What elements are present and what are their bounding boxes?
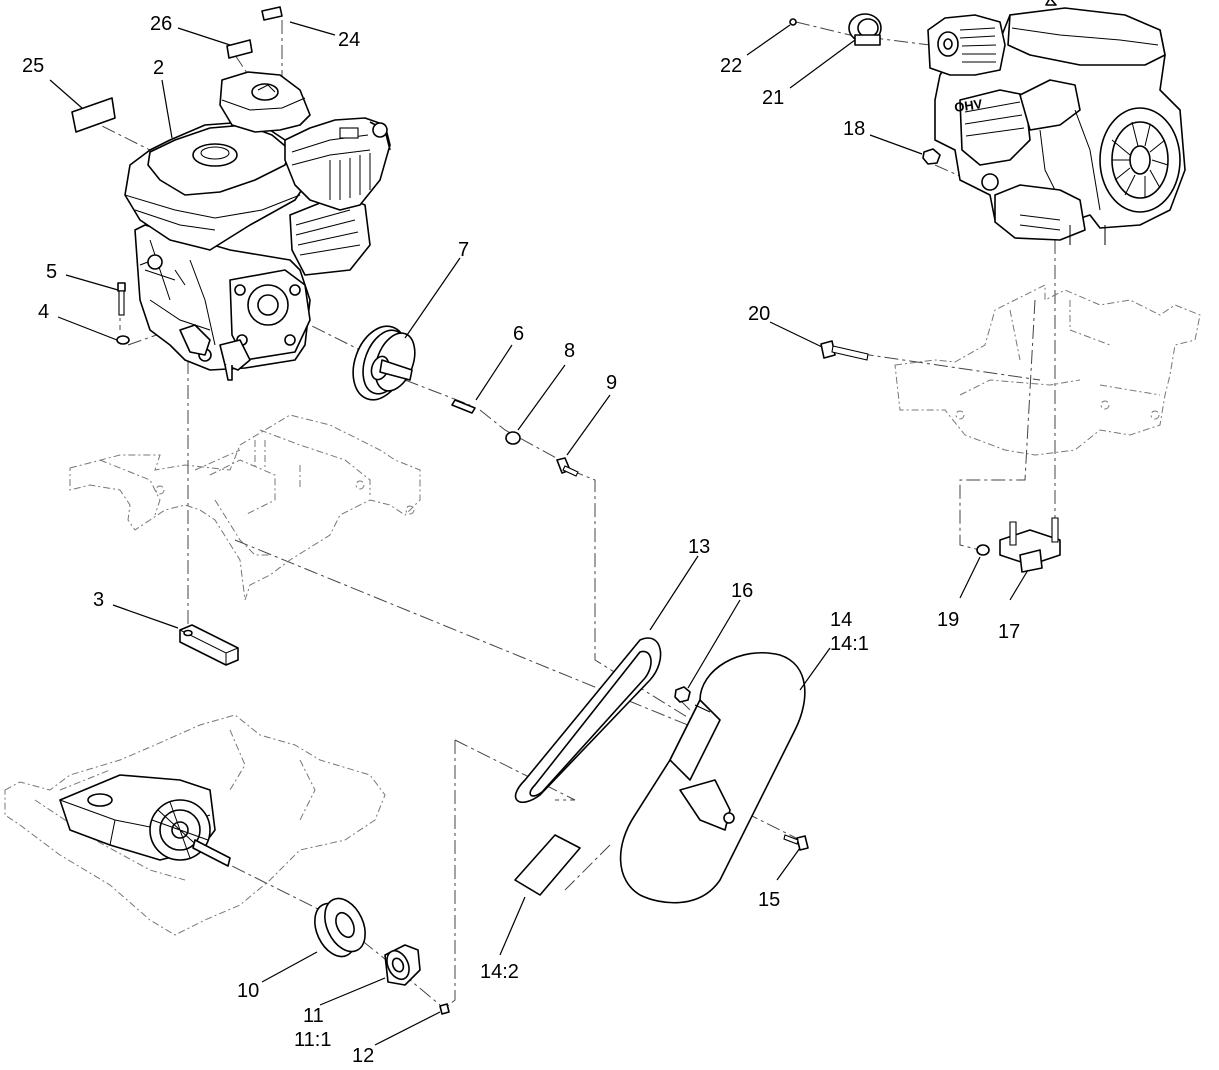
callout-10: 10 [237,980,259,1002]
callout-5: 5 [46,261,57,283]
callout-7: 7 [458,239,469,261]
callout-25: 25 [22,55,44,77]
nut-18 [922,148,941,165]
callout-13: 13 [688,536,710,558]
callout-12: 12 [352,1045,374,1067]
callout-6: 6 [513,323,524,345]
screw-22 [789,18,797,26]
callout-3: 3 [93,589,104,611]
decal-26 [226,39,253,59]
bolt-15 [783,834,809,851]
bolt-20 [820,340,869,361]
callout-26: 26 [150,13,172,35]
callout-9: 9 [606,372,617,394]
callout-14-1: 14:1 [830,633,869,655]
callout-22: 22 [720,55,742,77]
frame-outline [4,284,1201,936]
washer-8 [505,431,521,445]
hub-11 [384,944,421,986]
callout-8: 8 [564,340,575,362]
engine-assembly [124,71,391,381]
leader-lines [49,21,1029,1046]
callout-20: 20 [748,303,770,325]
spacer-plate-3 [179,624,239,666]
callout-16: 16 [731,580,753,602]
decal-24 [261,6,283,21]
callout-11-1: 11:1 [294,1029,331,1051]
cap-21 [848,13,882,46]
belt-guard-14 [619,652,806,904]
belt-13 [514,637,662,804]
bracket-17 [999,517,1061,573]
screw-12 [439,1003,450,1015]
callout-15: 15 [758,889,780,911]
callout-21: 21 [762,87,784,109]
callout-14: 14 [830,609,852,631]
bolt-5 [117,282,126,316]
callout-14-2: 14:2 [480,961,519,983]
bolt-9 [556,457,579,477]
callout-labels: 26 24 25 2 5 4 7 6 8 9 3 13 16 14 14:1 1… [22,13,1020,1067]
decal-25 [71,97,116,133]
engine-pulley-7 [352,325,416,401]
callout-19: 19 [937,609,959,631]
washer-4 [116,335,130,345]
decal-14-2 [514,834,581,896]
callout-24: 24 [338,29,360,51]
callout-2: 2 [153,57,164,79]
nut-19 [976,544,990,556]
nut-16 [674,686,691,703]
ohv-badge: OHV [953,96,983,115]
callout-4: 4 [38,301,49,323]
gearbox-pulley-10 [314,897,366,958]
callout-18: 18 [843,118,865,140]
key-6 [451,399,476,414]
callout-11: 11 [303,1005,324,1027]
engine-assembly-alt: OHV [927,0,1186,245]
callout-17: 17 [998,621,1020,643]
